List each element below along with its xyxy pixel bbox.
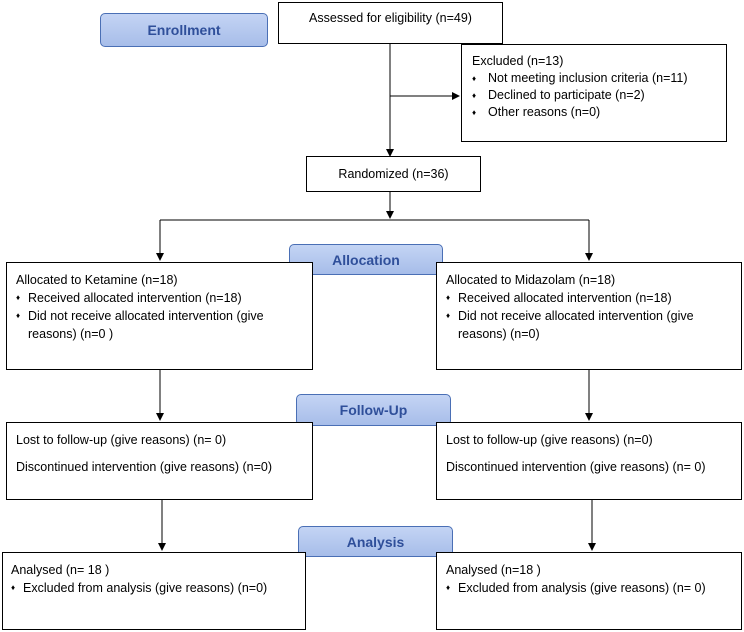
excluded-title: Excluded (n=13) [472, 54, 564, 68]
excluded-item: ♦ Not meeting inclusion criteria (n=11) [472, 71, 688, 85]
left-discontinued: Discontinued intervention (give reasons)… [16, 460, 273, 474]
right-lost: Lost to follow-up (give reasons) (n=0) [446, 433, 653, 447]
right-received: ♦ Received allocated intervention (n=18) [446, 291, 672, 305]
left-allocation-box: Allocated to Ketamine (n=18) ♦ Received … [6, 262, 313, 370]
stage-followup: Follow-Up [296, 394, 451, 426]
stage-analysis: Analysis [298, 526, 453, 557]
right-allocated-title: Allocated to Midazolam (n=18) [446, 273, 616, 287]
left-followup-box: Lost to follow-up (give reasons) (n= 0) … [6, 422, 313, 500]
left-received: ♦ Received allocated intervention (n=18) [16, 291, 242, 305]
bullet-icon: ♦ [472, 74, 477, 83]
excluded-item: ♦ Declined to participate (n=2) [472, 88, 645, 102]
bullet-icon: ♦ [446, 583, 451, 592]
bullet-icon: ♦ [11, 583, 16, 592]
right-analysed: Analysed (n=18 ) [446, 563, 541, 577]
left-excluded-analysis: ♦ Excluded from analysis (give reasons) … [11, 581, 268, 595]
excluded-item: ♦ Other reasons (n=0) [472, 105, 601, 119]
left-analysis-box: Analysed (n= 18 ) ♦ Excluded from analys… [2, 552, 306, 630]
right-followup-box: Lost to follow-up (give reasons) (n=0) D… [436, 422, 742, 500]
bullet-icon: ♦ [16, 293, 21, 302]
stage-allocation: Allocation [289, 244, 443, 275]
bullet-icon: ♦ [472, 108, 477, 117]
bullet-icon: ♦ [472, 91, 477, 100]
assessed-text: Assessed for eligibility (n=49) [309, 11, 472, 25]
left-not-received: ♦ Did not receive allocated intervention… [16, 309, 264, 341]
right-not-received: ♦ Did not receive allocated intervention… [446, 309, 694, 341]
assessed-box: Assessed for eligibility (n=49) [278, 2, 503, 44]
stage-enrollment: Enrollment [100, 13, 268, 47]
right-analysis-box: Analysed (n=18 ) ♦ Excluded from analysi… [436, 552, 742, 630]
bullet-icon: ♦ [16, 311, 21, 320]
randomized-text: Randomized (n=36) [338, 167, 449, 181]
randomized-box: Randomized (n=36) [306, 156, 481, 192]
left-analysed: Analysed (n= 18 ) [11, 563, 110, 577]
left-allocated-title: Allocated to Ketamine (n=18) [16, 273, 178, 287]
right-excluded-analysis: ♦ Excluded from analysis (give reasons) … [446, 581, 706, 595]
bullet-icon: ♦ [446, 311, 451, 320]
left-lost: Lost to follow-up (give reasons) (n= 0) [16, 433, 227, 447]
excluded-box: Excluded (n=13) ♦ Not meeting inclusion … [461, 44, 727, 142]
right-allocation-box: Allocated to Midazolam (n=18) ♦ Received… [436, 262, 742, 370]
bullet-icon: ♦ [446, 293, 451, 302]
right-discontinued: Discontinued intervention (give reasons)… [446, 460, 706, 474]
